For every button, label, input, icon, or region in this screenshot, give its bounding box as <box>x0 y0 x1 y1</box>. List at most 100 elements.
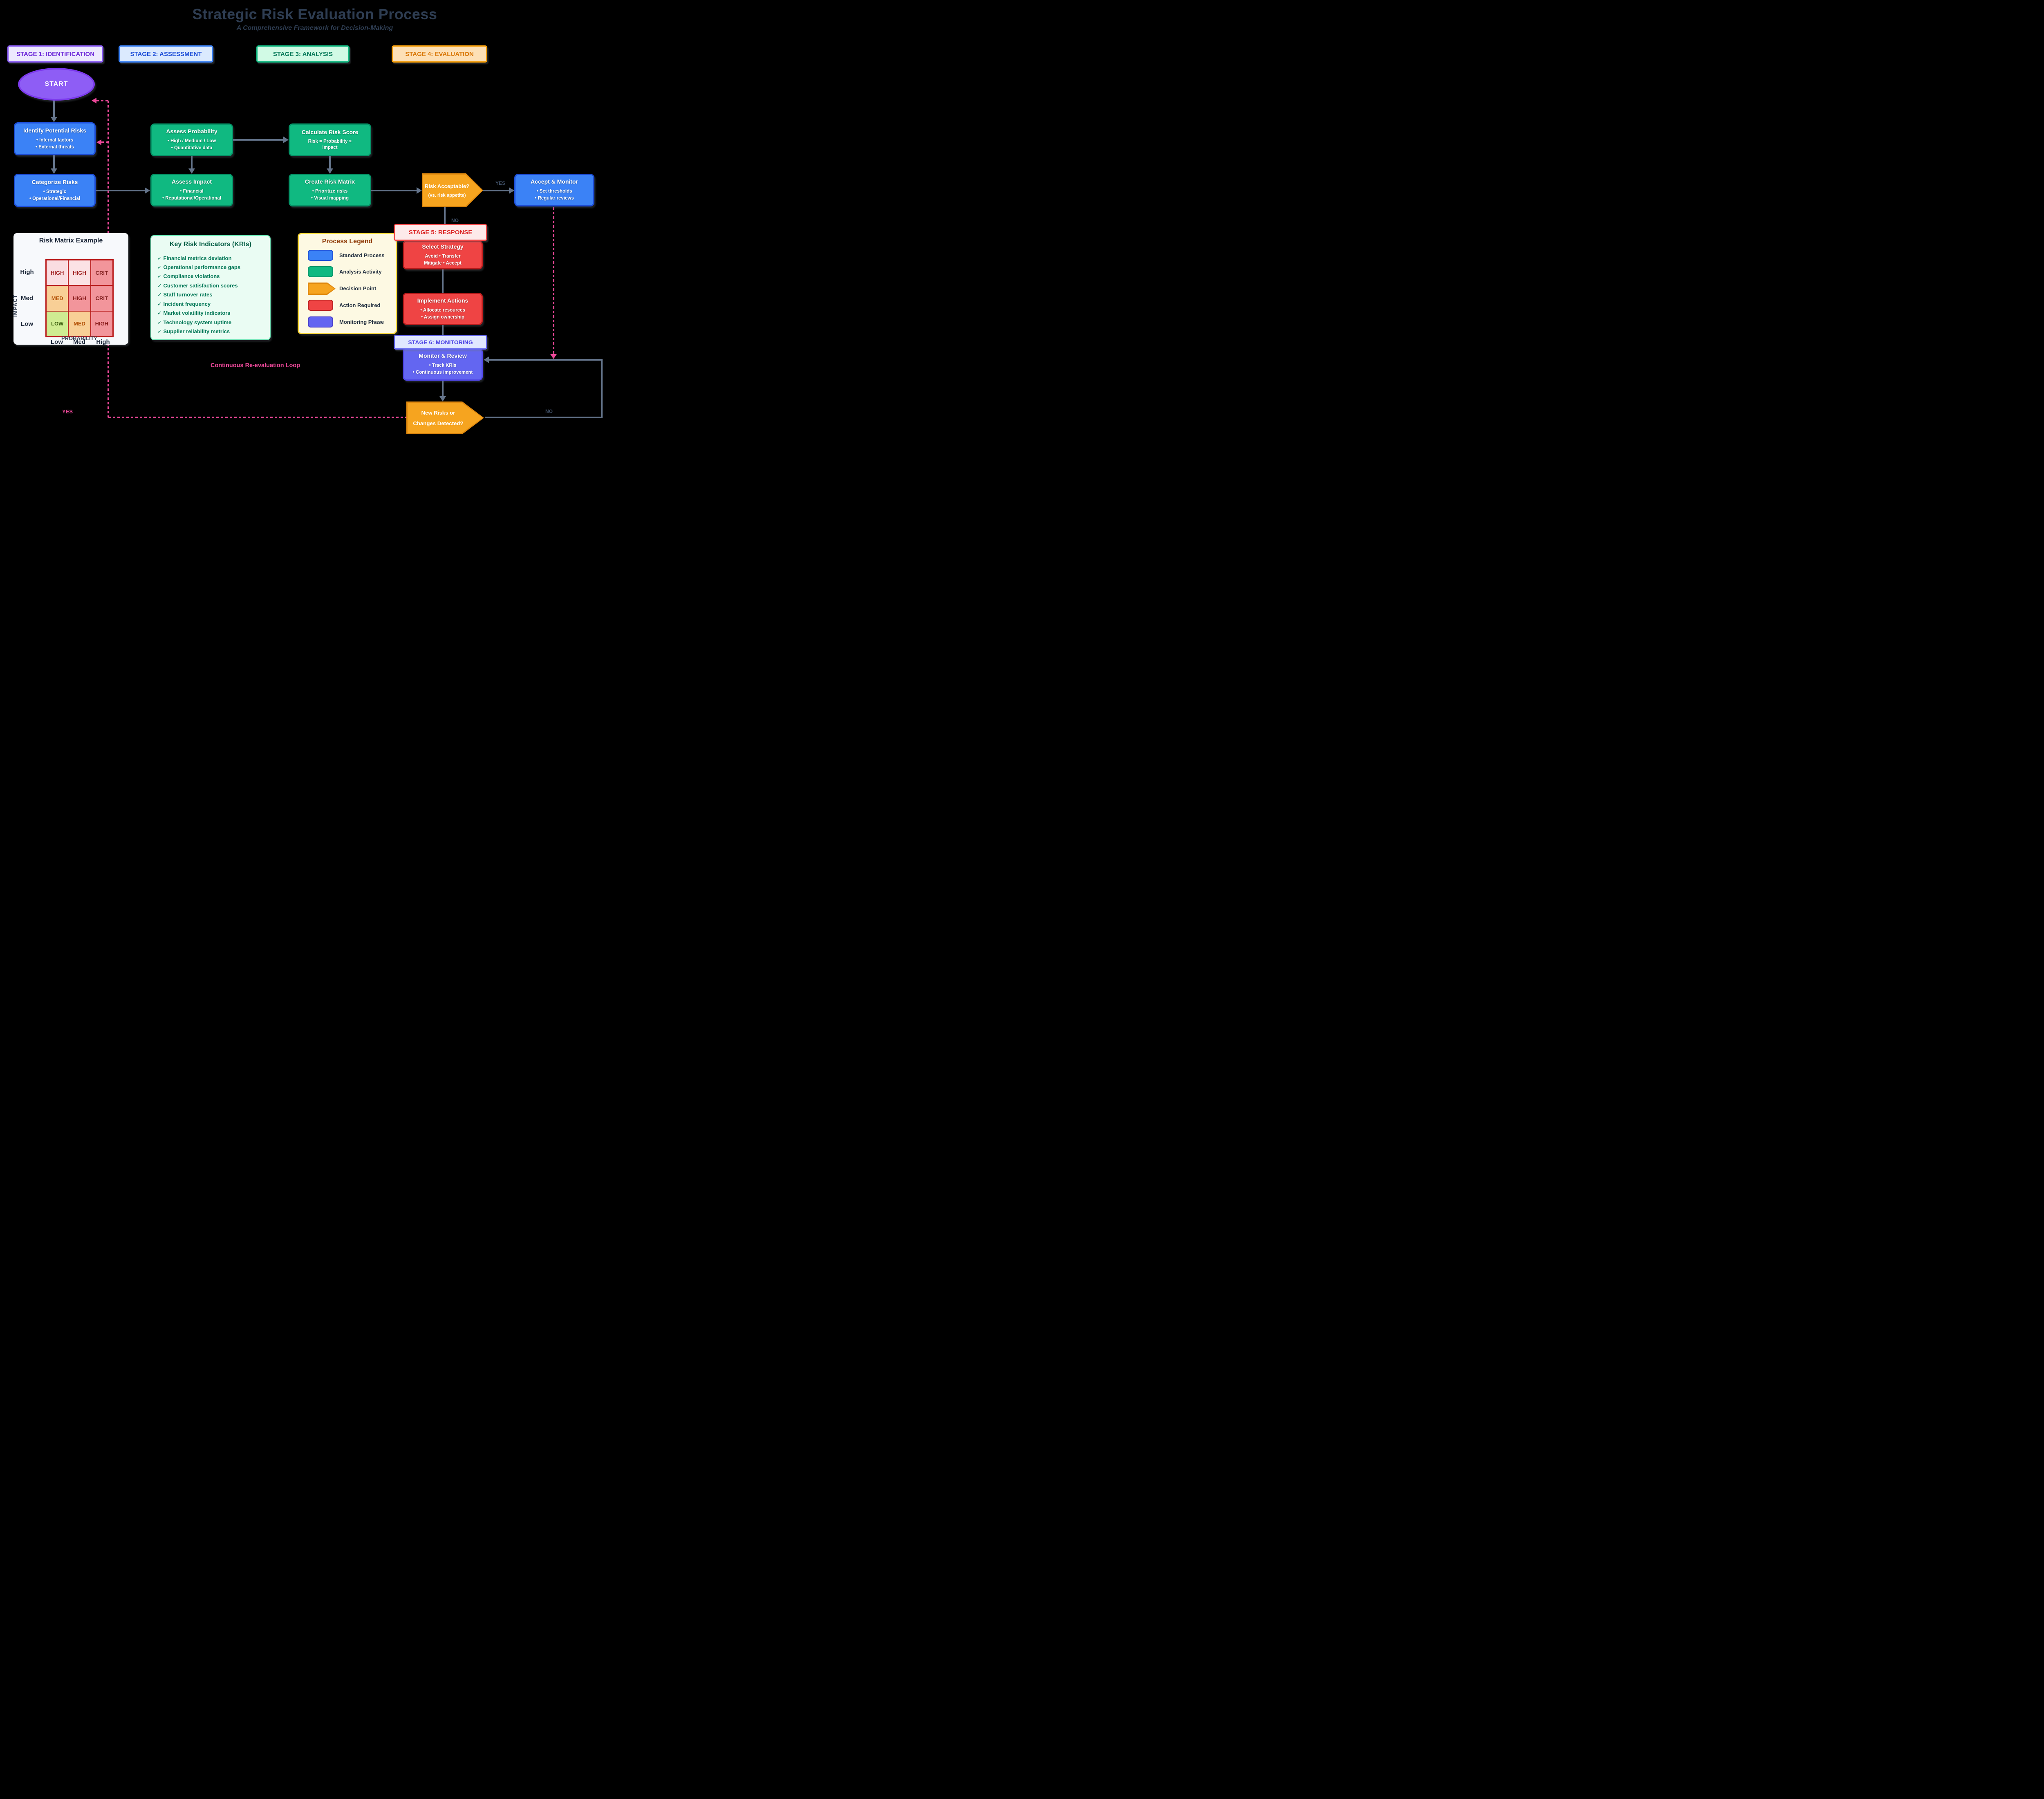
new-risks-decision: New Risks or Changes Detected? <box>406 402 484 434</box>
page-subtitle: A Comprehensive Framework for Decision-M… <box>236 25 393 31</box>
stage-1-header: STAGE 1: IDENTIFICATION <box>7 45 103 63</box>
matrix-cell: MED <box>68 311 91 336</box>
matrix-cell: LOW <box>46 311 69 336</box>
arrowhead-down-icon <box>439 396 446 402</box>
arrow-identify-to-categorize <box>53 155 55 168</box>
node-title: Create Risk Matrix <box>305 178 355 185</box>
monitoring-phase-swatch-icon <box>308 316 333 327</box>
assess-probability-node: Assess Probability • High / Medium / Low… <box>150 123 233 156</box>
calculate-risk-score-node: Calculate Risk Score Risk = Probability … <box>289 123 371 156</box>
arrowhead-right-icon <box>283 137 289 143</box>
arrow-matrix-to-decision <box>371 190 417 191</box>
arrow-select-to-implement <box>442 269 444 293</box>
create-risk-matrix-node: Create Risk Matrix • Prioritize risks • … <box>289 174 371 206</box>
node-bullet: • Internal factors <box>36 137 74 143</box>
matrix-cell: HIGH <box>68 260 91 286</box>
kri-item: ✓ Staff turnover rates <box>157 292 213 298</box>
kri-item: ✓ Financial metrics deviation <box>157 255 232 261</box>
accept-monitor-node: Accept & Monitor • Set thresholds • Regu… <box>514 174 594 206</box>
matrix-row-label: Med <box>21 295 33 302</box>
node-bullet: • Assign ownership <box>421 314 464 320</box>
pink-arrowhead-left-icon <box>96 139 101 145</box>
node-formula: Risk = Probability × <box>308 139 352 144</box>
stage-6-header: STAGE 6: MONITORING <box>394 335 487 350</box>
node-title: Assess Probability <box>166 128 217 135</box>
node-bullet: Avoid • Transfer <box>425 253 461 259</box>
kri-item: ✓ Customer satisfaction scores <box>157 283 238 289</box>
implement-actions-node: Implement Actions • Allocate resources •… <box>403 293 483 325</box>
edge-label-yes: YES <box>495 180 506 186</box>
kri-item: ✓ Technology system uptime <box>157 319 232 325</box>
arrow-monitor-to-newrisks <box>442 381 444 396</box>
select-strategy-node: Select Strategy Avoid • Transfer Mitigat… <box>403 240 483 269</box>
node-bullet: • Prioritize risks <box>312 189 348 194</box>
kri-item: ✓ Incident frequency <box>157 301 211 307</box>
risk-acceptable-decision: Risk Acceptable? (vs. risk appetite) <box>422 173 483 207</box>
edge-label-no: NO <box>451 218 459 223</box>
matrix-cell: HIGH <box>46 260 69 286</box>
node-title: Implement Actions <box>417 297 468 304</box>
decision-title: Risk Acceptable? <box>424 183 470 189</box>
pink-arrowhead-left-icon <box>92 98 96 103</box>
arrowhead-down-icon <box>188 168 195 174</box>
legend-label: Standard Process <box>339 252 385 258</box>
no-loop-top-line <box>489 359 603 361</box>
matrix-row-label: High <box>20 269 34 276</box>
arrow-prob-to-impact <box>191 156 193 168</box>
kri-item: ✓ Operational performance gaps <box>157 264 241 270</box>
node-bullet: • Regular reviews <box>535 196 574 201</box>
risk-matrix-grid: HIGH HIGH CRIT MED HIGH CRIT LOW MED HIG… <box>45 259 114 337</box>
matrix-row-label: Low <box>21 321 33 327</box>
matrix-cell: CRIT <box>90 285 113 311</box>
impact-axis-label: IMPACT <box>12 294 18 317</box>
decision-title-line2: Changes Detected? <box>413 420 464 426</box>
matrix-cell: HIGH <box>90 311 113 336</box>
node-formula: Impact <box>322 145 338 150</box>
start-node: START <box>18 68 95 101</box>
matrix-col-label: Med <box>73 339 85 345</box>
node-bullet: • Reputational/Operational <box>162 196 221 201</box>
reeval-loop-to-start-line <box>96 100 108 101</box>
kri-item: ✓ Supplier reliability metrics <box>157 328 230 334</box>
analysis-activity-swatch-icon <box>308 266 333 277</box>
accept-feedback-dashed-line <box>553 207 554 354</box>
stage-4-header: STAGE 4: EVALUATION <box>392 45 487 63</box>
page-title: Strategic Risk Evaluation Process <box>192 6 437 22</box>
node-bullet: Mitigate • Accept <box>424 260 462 266</box>
risk-matrix-title: Risk Matrix Example <box>39 237 103 244</box>
assess-impact-node: Assess Impact • Financial • Reputational… <box>150 174 233 206</box>
process-legend-title: Process Legend <box>322 238 373 245</box>
stage-5-header: STAGE 5: RESPONSE <box>394 224 487 241</box>
kri-item: ✓ Compliance violations <box>157 273 220 279</box>
node-title: Categorize Risks <box>31 178 78 185</box>
arrow-decision-to-accept <box>483 190 509 191</box>
decision-point-swatch-icon <box>308 283 336 295</box>
node-bullet: • Quantitative data <box>171 146 213 150</box>
reeval-loop-bottom-line <box>108 417 407 418</box>
categorize-risks-node: Categorize Risks • Strategic • Operation… <box>14 174 96 207</box>
identify-risks-node: Identify Potential Risks • Internal fact… <box>14 122 96 155</box>
matrix-cell: CRIT <box>90 260 113 286</box>
reevaluation-loop-label: Continuous Re-evaluation Loop <box>211 362 300 369</box>
arrow-categorize-to-assess-impact <box>96 190 145 191</box>
arrowhead-left-icon <box>484 357 489 363</box>
monitor-review-node: Monitor & Review • Track KRIs • Continuo… <box>403 348 483 381</box>
flowchart-canvas: Strategic Risk Evaluation Process A Comp… <box>0 0 630 450</box>
kri-panel <box>150 235 271 340</box>
node-bullet: • Allocate resources <box>420 307 465 313</box>
legend-label: Monitoring Phase <box>339 319 384 325</box>
matrix-cell: MED <box>46 285 69 311</box>
node-bullet: • Strategic <box>43 189 67 194</box>
edge-label-yes-loop: YES <box>62 408 73 415</box>
stage-3-header: STAGE 3: ANALYSIS <box>256 45 350 63</box>
legend-label: Action Required <box>339 302 381 308</box>
kri-title: Key Risk Indicators (KRIs) <box>169 241 252 248</box>
node-bullet: • Financial <box>180 189 204 194</box>
legend-label: Analysis Activity <box>339 269 382 275</box>
action-required-swatch-icon <box>308 300 333 311</box>
arrow-start-to-identify <box>53 97 55 117</box>
arrow-decision-to-select-strategy <box>444 207 446 240</box>
probability-axis-label: PROBABILITY <box>61 335 98 341</box>
matrix-cell: HIGH <box>68 285 91 311</box>
arrowhead-right-icon <box>509 187 514 194</box>
